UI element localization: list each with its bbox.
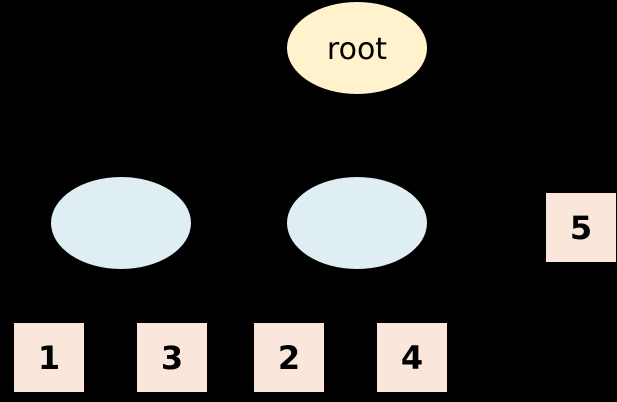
leaf-node-box — [377, 323, 447, 392]
edges — [48, 87, 581, 324]
internal-node-shape — [287, 177, 427, 269]
leaf-node: 1 — [14, 323, 84, 392]
leaf-node-label: 1 — [38, 339, 60, 377]
internal-node — [287, 177, 427, 269]
edge-root-leaf-5 — [379, 87, 581, 194]
internal-node — [51, 177, 191, 269]
edge-internal-a-leaf-3 — [139, 265, 173, 324]
leaf-node-label: 2 — [278, 339, 300, 377]
leaf-node-box — [14, 323, 84, 392]
edge-root-internal-a — [120, 91, 341, 179]
leaf-node: 4 — [377, 323, 447, 392]
internal-node-shape — [51, 177, 191, 269]
root-node-label: root — [327, 32, 387, 67]
leaf-node-label: 5 — [570, 209, 592, 247]
edge-internal-b-leaf-2 — [288, 265, 336, 324]
root-node: root — [287, 2, 427, 94]
leaf-node-box — [254, 323, 324, 392]
root-node-shape — [287, 2, 427, 94]
leaf-node: 3 — [137, 323, 207, 392]
leaf-node-box — [137, 323, 207, 392]
leaf-node: 5 — [546, 193, 616, 262]
edge-internal-b-leaf-4 — [377, 265, 413, 324]
leaf-node-box — [546, 193, 616, 262]
leaf-node-label: 3 — [161, 339, 183, 377]
leaf-node: 2 — [254, 323, 324, 392]
leaf-node-label: 4 — [401, 339, 423, 377]
edge-internal-a-leaf-1 — [48, 265, 101, 324]
